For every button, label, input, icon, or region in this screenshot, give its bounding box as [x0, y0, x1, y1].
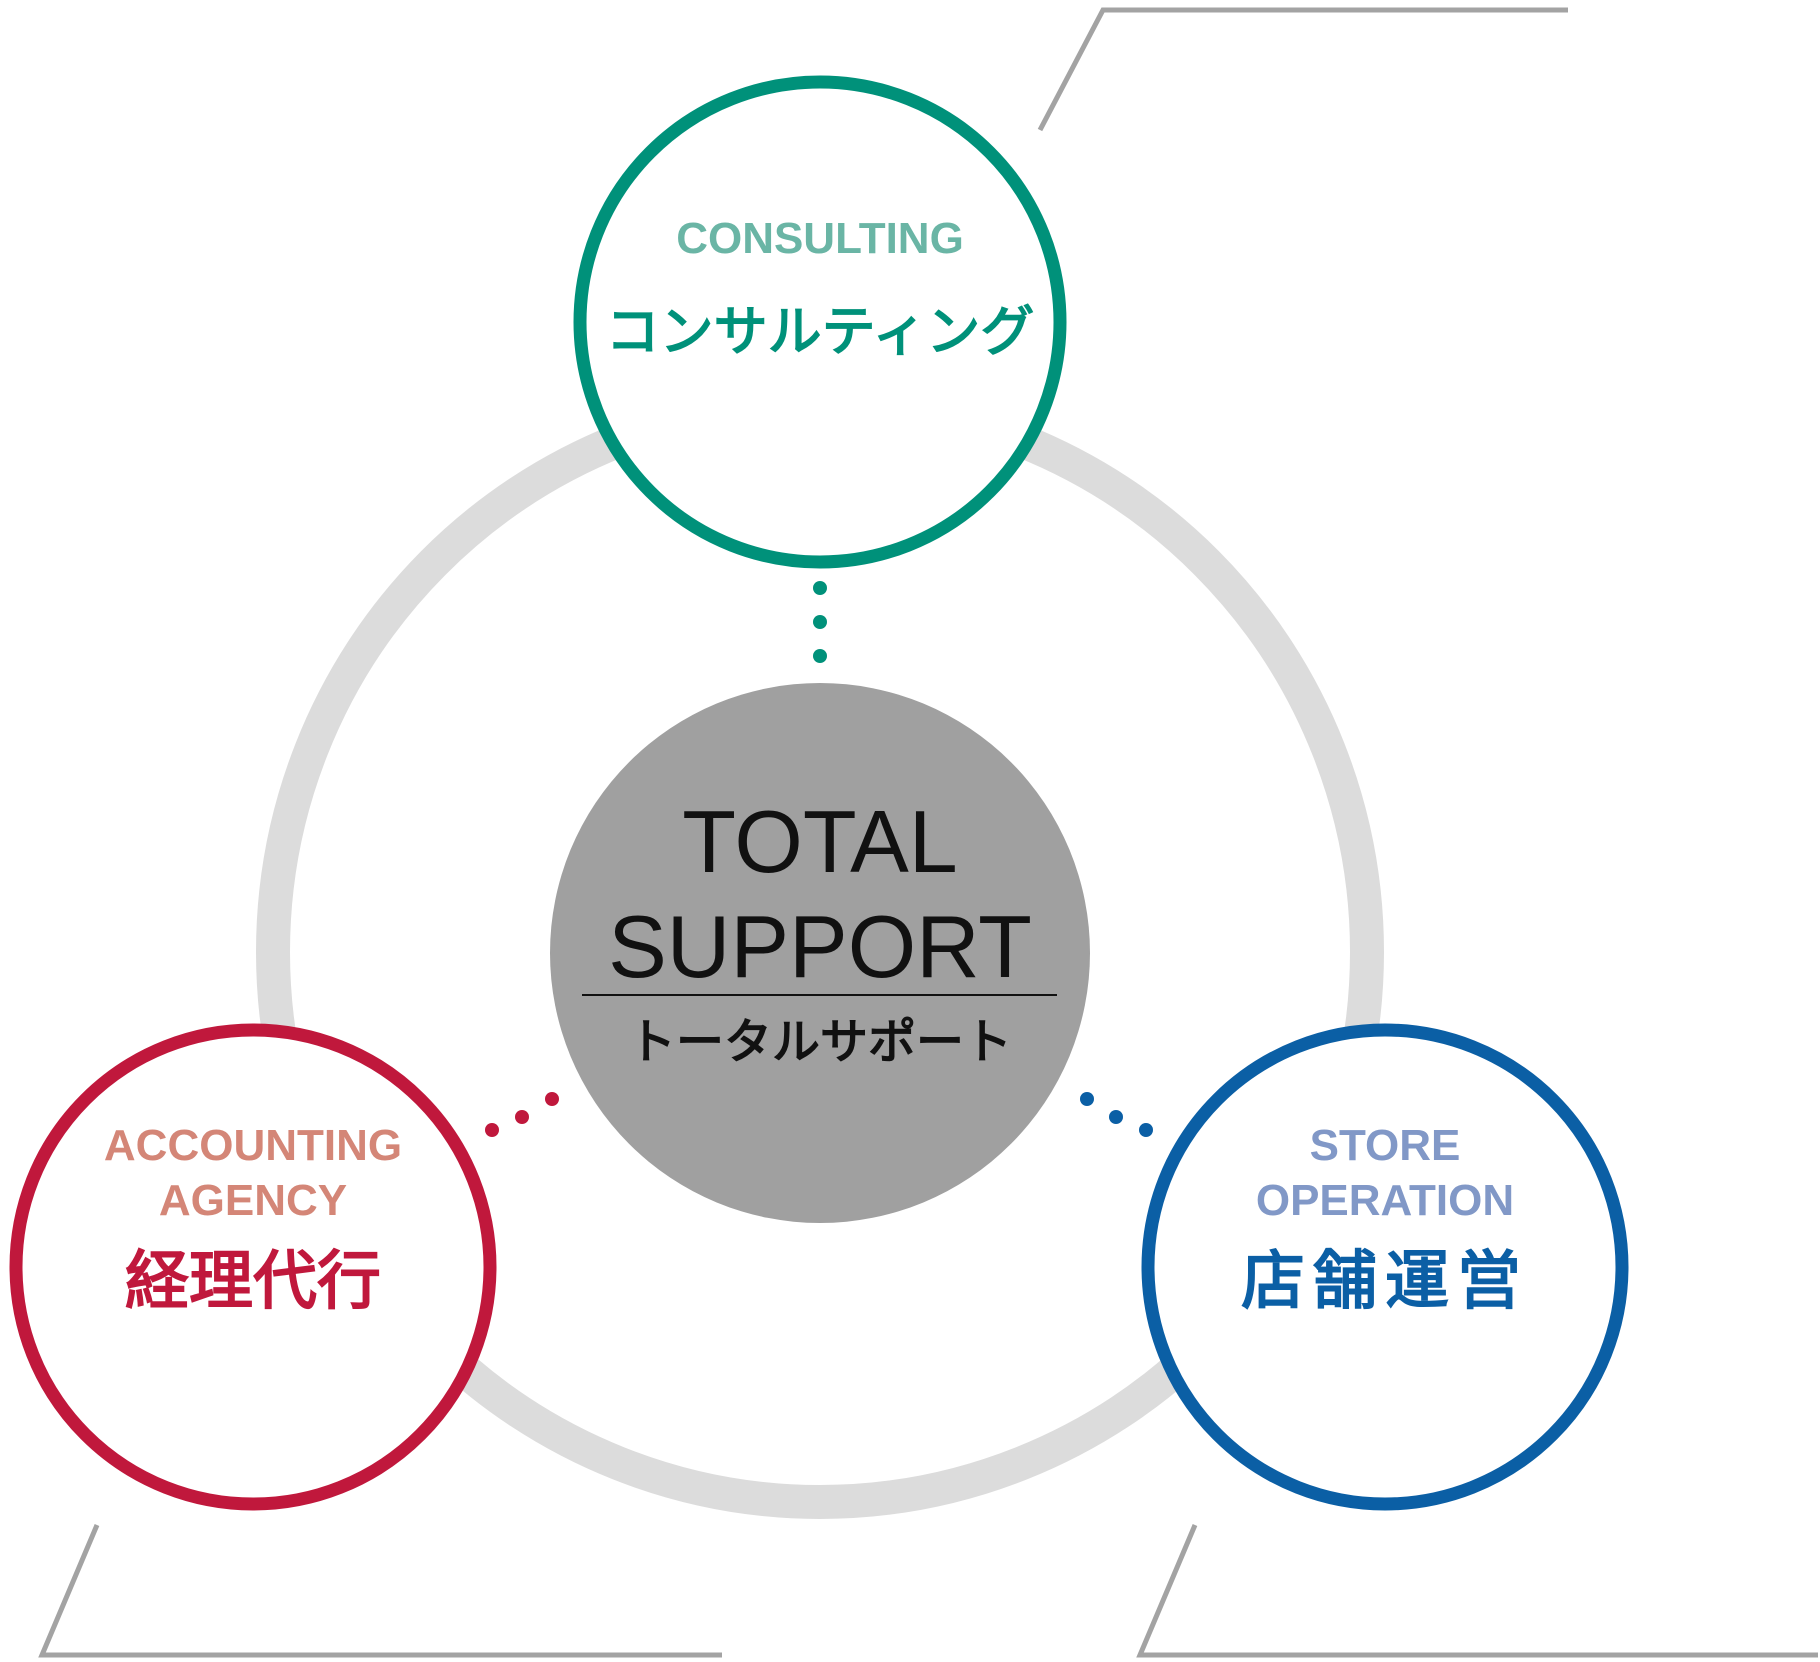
accounting-label-en-line2: AGENCY — [159, 1176, 347, 1225]
accounting-label-en-line1: ACCOUNTING — [104, 1121, 402, 1170]
center-subtitle: トータルサポート — [628, 1014, 1012, 1070]
consulting-label-en: CONSULTING — [676, 214, 964, 263]
bottom-left-bracket — [38, 1524, 722, 1658]
accounting-node: ACCOUNTING AGENCY 経理代行 — [9, 1023, 497, 1511]
top-right-bracket — [1037, 7, 1568, 132]
accounting-circle — [9, 1023, 497, 1511]
connector-accounting — [485, 1092, 559, 1137]
consulting-circle — [573, 75, 1067, 569]
center-title-line2: SUPPORT — [608, 897, 1032, 996]
store-label-en-line2: OPERATION — [1256, 1176, 1514, 1225]
store-node: STORE OPERATION 店舗運営 — [1141, 1023, 1629, 1511]
store-circle — [1141, 1023, 1629, 1511]
center-circle — [550, 683, 1090, 1223]
connector-store — [1080, 1092, 1153, 1137]
connector-consulting — [813, 581, 827, 663]
store-label-jp: 店舗運営 — [1241, 1245, 1529, 1319]
store-label-en-line1: STORE — [1310, 1121, 1461, 1170]
center-title-line1: TOTAL — [682, 792, 957, 891]
accounting-label-jp: 経理代行 — [125, 1245, 381, 1319]
consulting-node: CONSULTING コンサルティング — [573, 75, 1067, 569]
bottom-right-bracket — [1136, 1524, 1818, 1658]
consulting-label-jp: コンサルティング — [606, 300, 1035, 363]
